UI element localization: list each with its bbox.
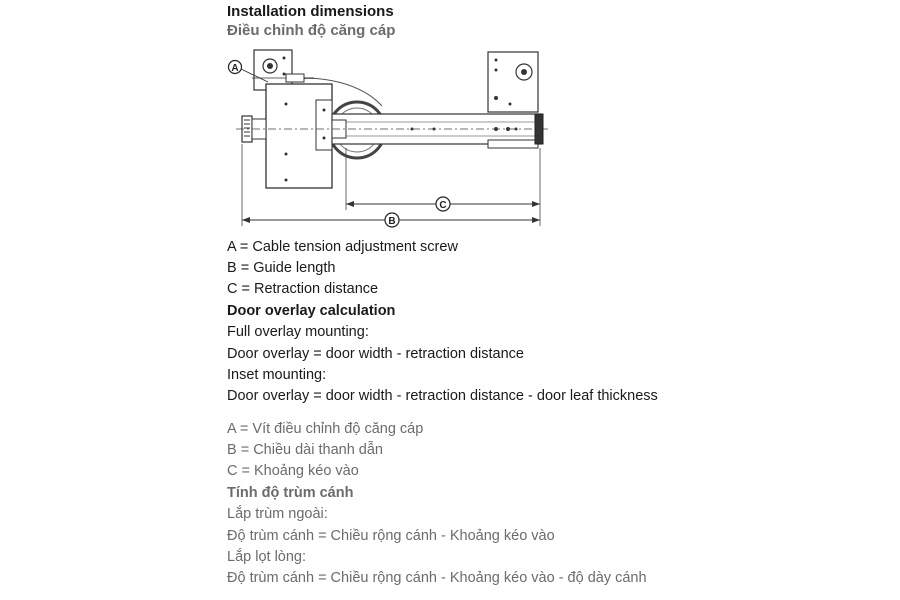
overlay-heading-vi: Tính độ trùm cánh: [227, 485, 354, 501]
installation-diagram: A: [222, 44, 552, 230]
full-overlay-formula-en: Door overlay = door width - retraction d…: [227, 346, 524, 362]
inset-label-en: Inset mounting:: [227, 367, 327, 383]
label-b-marker: [384, 212, 400, 228]
title-en: Installation dimensions: [227, 3, 394, 20]
right-mounting-plate: [487, 51, 539, 113]
legend-en-a: A = Cable tension adjustment screw: [227, 239, 458, 255]
inset-label-vi: Lắp lọt lòng:: [227, 549, 307, 565]
inset-formula-en: Door overlay = door width - retraction d…: [227, 388, 658, 404]
legend-vi-b: B = Chiều dài thanh dẫn: [227, 442, 383, 458]
label-a: A: [231, 63, 238, 74]
title-vi: Điều chỉnh độ căng cáp: [227, 22, 396, 39]
overlay-heading-en: Door overlay calculation: [227, 303, 396, 319]
legend-vi-c: C = Khoảng kéo vào: [227, 463, 359, 479]
label-a-marker: [227, 59, 243, 75]
full-overlay-label-en: Full overlay mounting:: [227, 324, 369, 340]
label-c: C: [439, 200, 446, 211]
label-c-marker: [435, 196, 451, 212]
legend-en-c: C = Retraction distance: [227, 281, 379, 297]
inset-formula-vi: Độ trùm cánh = Chiều rộng cánh - Khoảng …: [227, 570, 647, 586]
legend-en-b: B = Guide length: [227, 260, 336, 276]
right-end-cap: [534, 113, 544, 145]
label-b: B: [388, 216, 395, 227]
legend-vi-a: A = Vít điều chỉnh độ căng cáp: [227, 421, 424, 437]
full-overlay-formula-vi: Độ trùm cánh = Chiều rộng cánh - Khoảng …: [227, 528, 555, 544]
tension-screw: [285, 73, 305, 83]
full-overlay-label-vi: Lắp trùm ngoài:: [227, 506, 328, 522]
